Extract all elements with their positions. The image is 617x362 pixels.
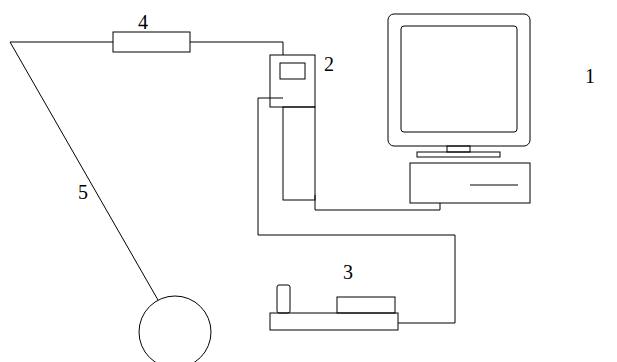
monitor [388, 14, 530, 146]
monitor-base [417, 152, 500, 157]
sensor-unit [337, 297, 395, 313]
callout-number: 3 [343, 262, 353, 282]
wire [10, 42, 113, 43]
drive-slot [470, 185, 518, 186]
callout-number: 2 [324, 54, 334, 74]
computer-case [410, 163, 530, 203]
device-display [280, 63, 305, 79]
callout-number: 5 [78, 182, 88, 202]
device-body [283, 107, 315, 200]
device-head [270, 55, 315, 107]
monitor-screen [401, 26, 517, 132]
base-plate [270, 313, 398, 330]
monitor-neck [447, 146, 470, 152]
pendulum-bob [139, 296, 211, 362]
pendulum-string [10, 42, 158, 300]
callout-number: 1 [585, 66, 595, 86]
wire [190, 42, 283, 55]
sensor-box [113, 32, 190, 52]
wire [315, 195, 440, 210]
wire [258, 98, 455, 323]
callout-number: 4 [138, 12, 148, 32]
upright-post [277, 285, 290, 313]
